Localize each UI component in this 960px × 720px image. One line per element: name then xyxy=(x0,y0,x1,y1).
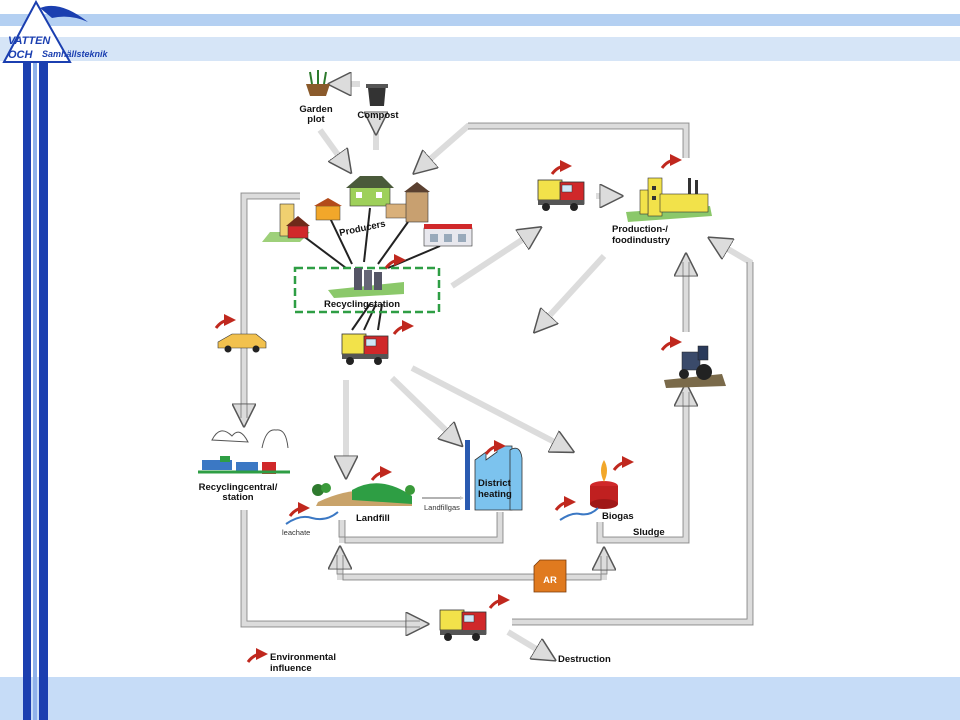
logo: VATTEN OCH Samhällsteknik xyxy=(2,0,109,63)
truck-icon-center xyxy=(341,333,389,366)
label-plot: plot xyxy=(307,114,325,125)
factory-icon xyxy=(626,177,712,222)
arrow-ar-to-biogas xyxy=(566,556,604,580)
label-landfill: Landfill xyxy=(356,513,390,524)
label-recyclingcentral: Recyclingcentral/ xyxy=(199,482,278,493)
small-house-icon xyxy=(314,198,342,221)
environmental-influence-icon xyxy=(662,160,676,168)
label-landfillgas: Landfillgas xyxy=(424,503,460,512)
arrow-recycling-to-truck xyxy=(450,232,534,289)
environmental-influence-icon xyxy=(372,472,386,480)
label-leachate: leachate xyxy=(282,528,310,537)
environmental-influence-icon xyxy=(552,166,566,174)
environmental-influence-icon xyxy=(490,600,504,608)
compost-bin-icon xyxy=(366,84,388,106)
label-district: District xyxy=(478,478,512,489)
recyclingstation-box xyxy=(293,266,441,314)
label-sludge: Sludge xyxy=(633,527,665,538)
label-producers: Producers xyxy=(338,218,386,239)
arrow-production-to-center xyxy=(540,253,607,326)
label-foodindustry: foodindustry xyxy=(612,235,671,246)
label-station: station xyxy=(222,492,253,503)
green-house-icon xyxy=(346,176,394,207)
label-recyclingstation: Recyclingstation xyxy=(324,299,400,310)
producer-spokes xyxy=(289,207,441,331)
logo-text-line2: OCH xyxy=(8,49,34,61)
leachate-stream-icon xyxy=(285,511,339,525)
frame-bottom-band xyxy=(0,677,960,720)
environmental-influence-icon xyxy=(614,462,628,470)
frame-vertical-bar-dark-2 xyxy=(39,58,48,720)
arrow-garden-to-producers xyxy=(317,128,346,166)
label-biogas: Biogas xyxy=(602,511,634,522)
label-garden: Garden xyxy=(299,104,332,115)
environmental-influence-icon xyxy=(662,342,676,350)
arrow-truck-to-production xyxy=(512,242,753,625)
legend-label-environmental: Environmental xyxy=(270,652,336,663)
logo-triangle xyxy=(2,0,72,63)
biogas-tank-icon xyxy=(590,460,618,509)
car-icon xyxy=(217,333,267,353)
environmental-influence-icon xyxy=(290,508,304,516)
logo-text-line3: Samhällsteknik xyxy=(42,49,109,59)
label-compost: Compost xyxy=(357,110,399,121)
tractor-icon xyxy=(664,345,726,388)
logo-bird-icon xyxy=(40,5,88,22)
environmental-influence-icon xyxy=(556,502,570,510)
arrow-sludge-to-farm xyxy=(597,392,686,543)
legend-influence-icon xyxy=(248,654,262,662)
label-heating: heating xyxy=(478,489,512,500)
legend-label-influence: influence xyxy=(270,663,312,674)
district-heating-icon xyxy=(465,440,523,511)
arrow-truck-to-biogas xyxy=(410,365,566,448)
arrow-truck-to-districtheating xyxy=(389,375,456,440)
red-house-icon xyxy=(286,216,310,239)
frame-vertical-bar-dark xyxy=(23,58,31,720)
logo-text-line1: VATTEN xyxy=(8,35,51,47)
environmental-influence-icon xyxy=(216,320,230,328)
townhouse-icon xyxy=(385,182,430,223)
recyclingstation-icon xyxy=(328,268,404,298)
truck-icon-top xyxy=(537,179,585,212)
landfill-icon xyxy=(312,483,415,506)
frame-top-band-light xyxy=(0,37,960,61)
ar-box xyxy=(533,559,567,593)
arrow-recyclingcentral-to-truck xyxy=(241,510,420,624)
frame-vertical-bar-light xyxy=(33,58,37,720)
shop-icon xyxy=(423,224,473,247)
recycling-central-icon xyxy=(198,429,290,474)
label-ar: AR xyxy=(543,575,557,586)
arrow-production-to-producers xyxy=(420,123,689,168)
garden-plot-icon xyxy=(306,70,330,96)
biogas-stream-icon xyxy=(559,507,599,521)
arrow-ar-to-landfill xyxy=(340,555,534,580)
frame-top-band xyxy=(0,14,960,26)
truck-icon-bottom xyxy=(439,609,487,642)
environmental-influence-icon xyxy=(394,326,408,334)
line-districtheating-to-landfill xyxy=(339,512,503,543)
label-production: Production-/ xyxy=(612,224,668,235)
arrow-truck-to-destruction xyxy=(506,629,548,656)
label-destruction: Destruction xyxy=(558,654,611,665)
